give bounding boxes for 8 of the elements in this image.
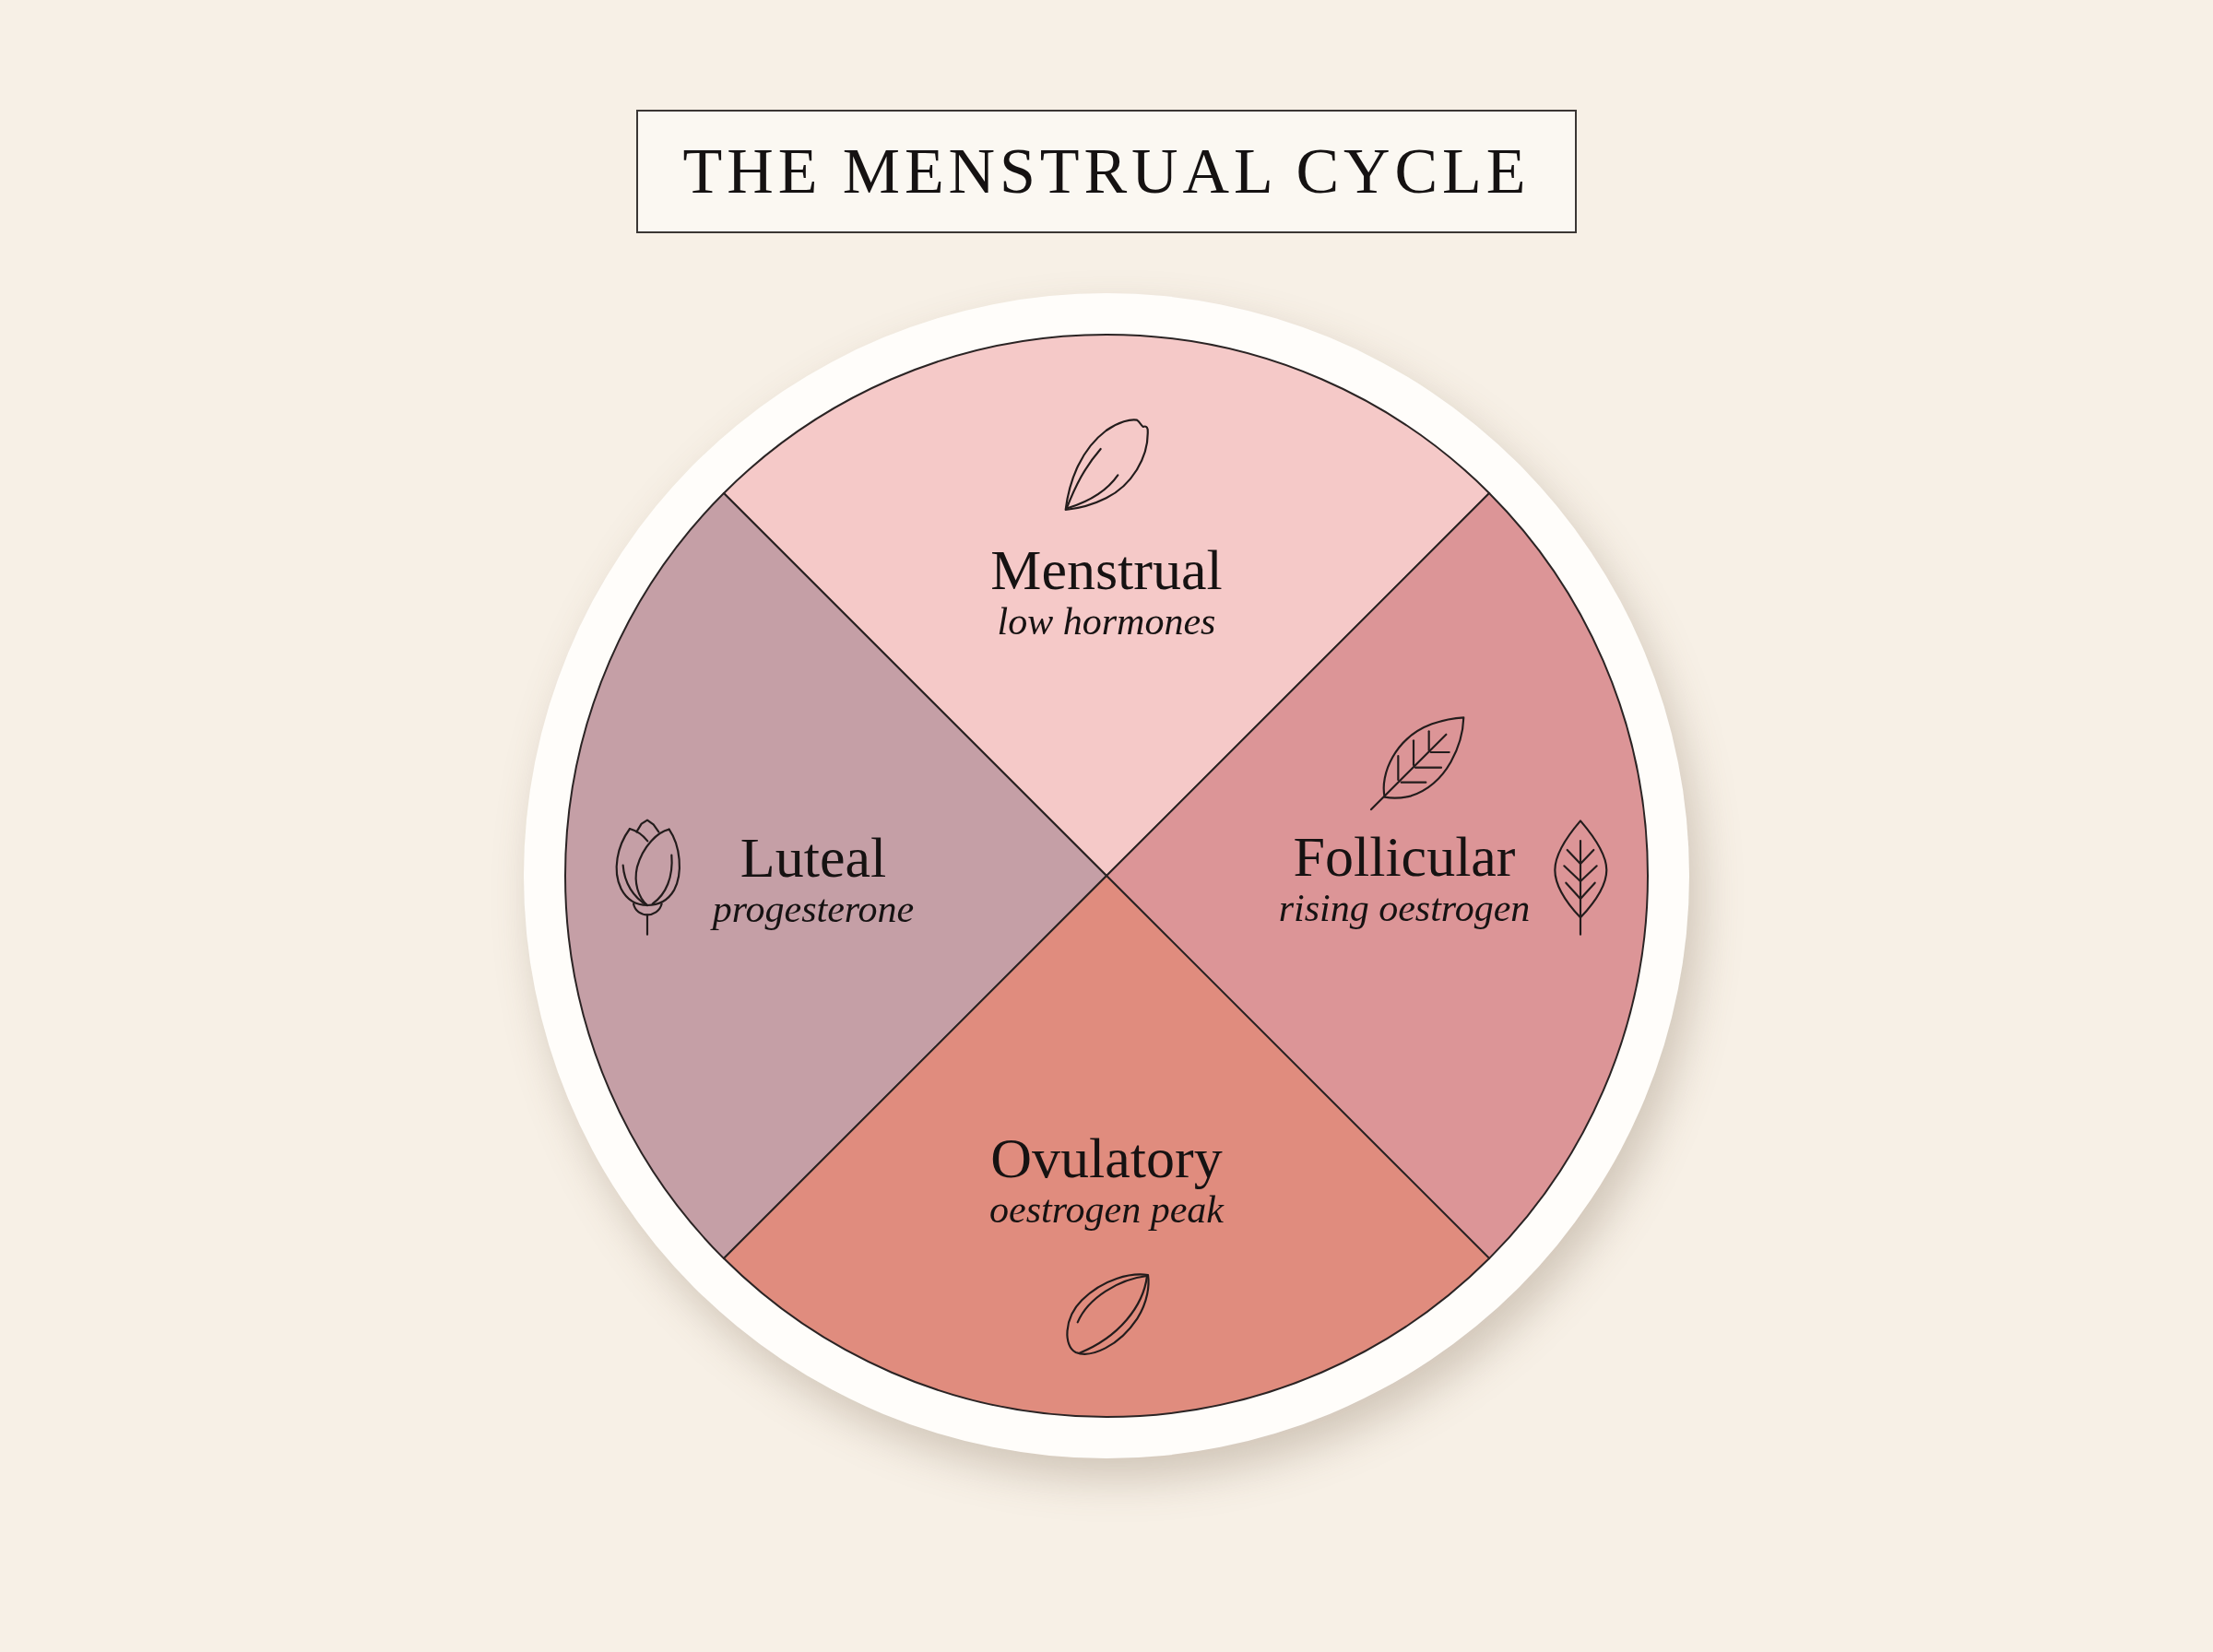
hormone-note: rising oestrogen bbox=[1278, 886, 1531, 931]
phase-name: Follicular bbox=[1293, 828, 1516, 885]
phase-name: Luteal bbox=[740, 829, 887, 886]
hormone-note: low hormones bbox=[997, 599, 1216, 644]
phase-name: Menstrual bbox=[990, 541, 1223, 598]
hormone-note: oestrogen peak bbox=[989, 1188, 1224, 1233]
title: THE MENSTRUAL CYCLE bbox=[636, 110, 1577, 233]
hormone-note: progesterone bbox=[712, 887, 915, 932]
